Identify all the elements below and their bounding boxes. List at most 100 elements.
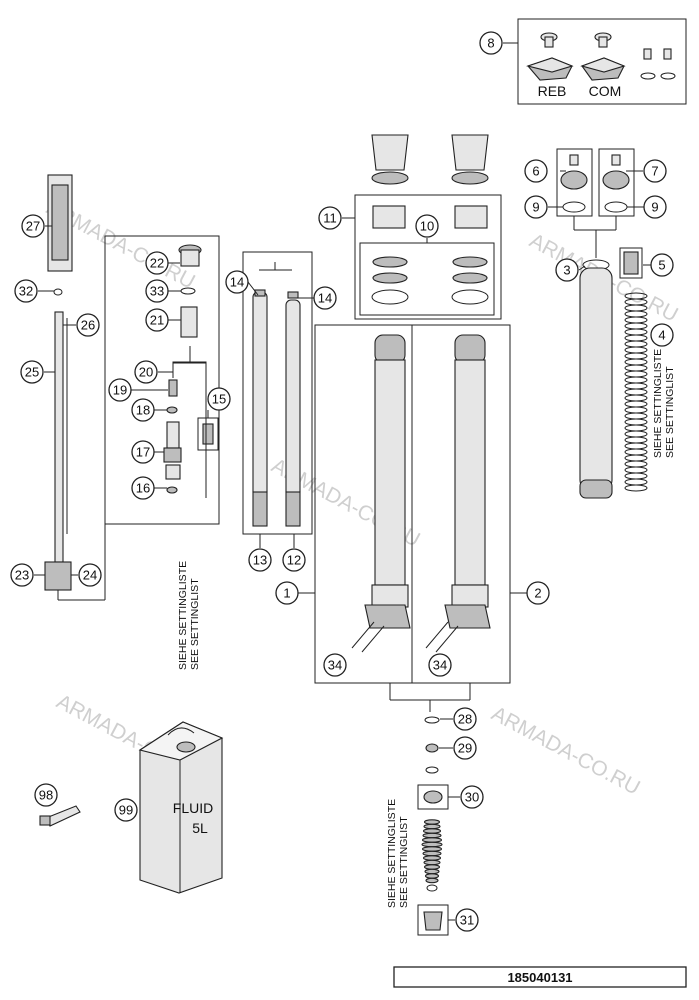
spring-coil xyxy=(624,352,648,360)
svg-text:29: 29 xyxy=(458,741,472,756)
leader-lines xyxy=(34,170,651,798)
shim xyxy=(424,868,440,875)
rebound-adjuster-part xyxy=(526,32,574,81)
callout-21: 21 xyxy=(145,308,169,332)
adjuster-kit-group: REB COM xyxy=(503,18,687,105)
spring-coil xyxy=(624,334,648,342)
spring-coil xyxy=(624,316,648,324)
spring-coil xyxy=(624,400,648,408)
upper-seals-group xyxy=(354,134,502,320)
callout-20: 20 xyxy=(134,360,158,384)
callout-10: 10 xyxy=(415,214,439,238)
spring-coil xyxy=(624,484,648,492)
callout-5: 5 xyxy=(650,253,674,277)
spring-coil xyxy=(624,406,648,414)
callout-6: 6 xyxy=(524,159,548,183)
shim xyxy=(425,877,439,884)
compression-adjuster-part xyxy=(580,32,626,81)
shim xyxy=(422,855,442,861)
spring-coil xyxy=(624,436,648,444)
svg-text:24: 24 xyxy=(83,568,97,583)
svg-text:13: 13 xyxy=(253,553,267,568)
spring-seat-part xyxy=(619,247,643,279)
fork-caps-group xyxy=(556,148,635,258)
callout-29: 29 xyxy=(453,736,477,760)
svg-text:20: 20 xyxy=(139,365,153,380)
svg-text:26: 26 xyxy=(81,318,95,333)
spring-coil xyxy=(624,358,648,366)
callout-23: 23 xyxy=(10,563,34,587)
callout-15: 15 xyxy=(207,387,231,411)
svg-text:5: 5 xyxy=(658,258,665,273)
spring-coil xyxy=(624,466,648,474)
drawing-number-box: 185040131 xyxy=(393,966,687,988)
spring-coil xyxy=(624,448,648,456)
spring-coil xyxy=(624,418,648,426)
setting-note-left-line2: SEE SETTINGLIST xyxy=(189,578,201,670)
shim xyxy=(423,859,441,866)
spring-coil xyxy=(624,460,648,468)
svg-text:15: 15 xyxy=(212,392,226,407)
spring-coil xyxy=(624,328,648,336)
spring-coil xyxy=(624,346,648,354)
svg-text:16: 16 xyxy=(136,481,150,496)
can-label-line1: FLUID xyxy=(173,800,213,816)
grease-tube-part xyxy=(39,805,81,827)
drawing-number: 185040131 xyxy=(507,970,572,985)
callout-33: 33 xyxy=(145,279,169,303)
shim xyxy=(421,841,443,848)
spring-coil xyxy=(624,340,648,348)
svg-text:99: 99 xyxy=(119,803,133,818)
shim xyxy=(422,828,442,834)
callout-27: 27 xyxy=(21,214,45,238)
svg-text:14: 14 xyxy=(318,291,332,306)
spring-coil xyxy=(624,442,648,450)
spring-coil xyxy=(624,370,648,378)
callout-26: 26 xyxy=(76,313,100,337)
svg-text:2: 2 xyxy=(534,586,541,601)
svg-text:11: 11 xyxy=(323,211,337,226)
shim xyxy=(423,864,441,870)
svg-text:32: 32 xyxy=(19,284,33,299)
callout-1: 1 xyxy=(275,581,299,605)
callout-25: 25 xyxy=(20,360,44,384)
setting-note-bottom: SIEHE SETTINGLISTE SEE SETTINGLIST xyxy=(386,799,410,908)
svg-text:17: 17 xyxy=(136,445,150,460)
callout-4: 4 xyxy=(650,323,674,347)
callout-31: 31 xyxy=(455,908,479,932)
shim-stack-part xyxy=(421,819,443,884)
setting-note-valve-line2: SEE SETTINGLIST xyxy=(398,816,410,908)
svg-text:34: 34 xyxy=(433,658,447,673)
spring-coil xyxy=(624,388,648,396)
spring-coil xyxy=(624,424,648,432)
spring-coil xyxy=(624,472,648,480)
spring-coil xyxy=(624,376,648,384)
setting-note-right: SIEHE SETTINGLISTE SEE SETTINGLIST xyxy=(652,349,676,458)
right-fork-leg-part xyxy=(425,334,491,653)
callout-32: 32 xyxy=(14,279,38,303)
spring-coil xyxy=(624,454,648,462)
callout-28: 28 xyxy=(453,707,477,731)
watermark-5: ARMADA-CO.RU xyxy=(488,702,644,800)
svg-text:1: 1 xyxy=(283,586,290,601)
svg-text:4: 4 xyxy=(658,328,665,343)
shim xyxy=(421,846,443,852)
callout-19: 19 xyxy=(108,378,132,402)
callout-98: 98 xyxy=(34,783,58,807)
svg-text:9: 9 xyxy=(532,200,539,215)
svg-text:14: 14 xyxy=(230,275,244,290)
spring-coil xyxy=(624,364,648,372)
compression-label: COM xyxy=(589,83,622,99)
svg-text:33: 33 xyxy=(150,284,164,299)
callout-18: 18 xyxy=(131,398,155,422)
spring-coil xyxy=(624,310,648,318)
fork-spring-part xyxy=(624,292,648,492)
callouts: 8 6 7 9 9 3 5 4 11 10 27 32 26 25 23 24 … xyxy=(10,31,674,932)
can-label-line2: 5L xyxy=(192,820,208,836)
left-fork-leg-part xyxy=(351,334,411,653)
shim xyxy=(421,837,443,843)
piston-rod-group xyxy=(44,174,106,601)
svg-text:3: 3 xyxy=(563,263,570,278)
setting-note-valve-line1: SIEHE SETTINGLISTE xyxy=(386,799,398,908)
spring-coil xyxy=(624,478,648,486)
